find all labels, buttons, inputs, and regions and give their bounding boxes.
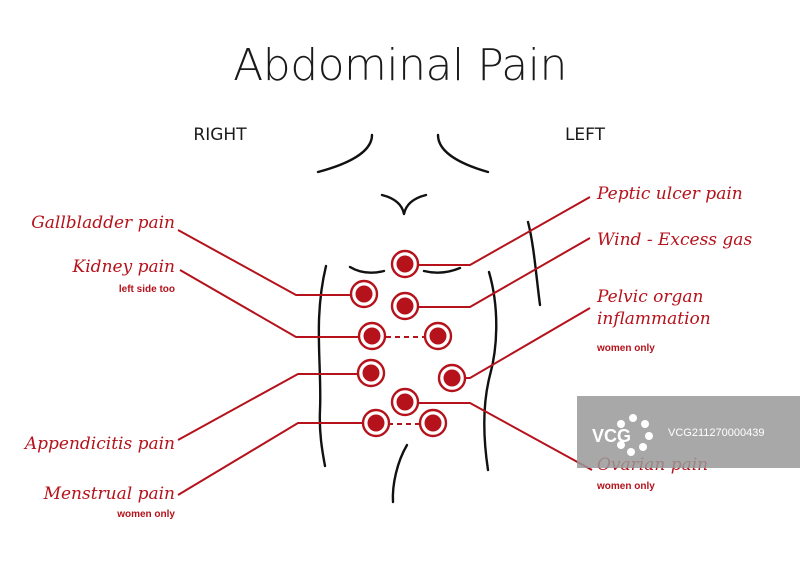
- target-dot: [355, 285, 373, 303]
- target-dot: [429, 327, 447, 345]
- leader-peptic: [418, 196, 591, 266]
- label-pelvic-organ: Pelvic organ: [596, 287, 703, 307]
- watermark: VCG VCG211270000439: [577, 396, 800, 468]
- target-dot: [363, 327, 381, 345]
- diagram-title: Abdominal Pain: [233, 40, 567, 91]
- marker-menstrual: [361, 408, 391, 438]
- leader-appendicitis: [177, 373, 358, 441]
- chest-line-left: [422, 266, 462, 274]
- label-peptic-ulcer-pain: Peptic ulcer pain: [596, 184, 743, 204]
- left-side-heading: LEFT: [565, 125, 606, 145]
- label-kidney-pain: Kidney pain: [72, 257, 175, 277]
- marker-appendicitis: [356, 358, 386, 388]
- marker-kidney-right: [357, 321, 387, 351]
- target-dot: [367, 414, 385, 432]
- clavicle-right: [316, 133, 374, 174]
- marker-pelvic: [437, 363, 467, 393]
- label-pelvic-inflammation: inflammation: [597, 309, 711, 329]
- leader-menstrual: [177, 422, 362, 496]
- side-contour-far-left: [526, 220, 542, 307]
- marker-ovarian-lower: [418, 408, 448, 438]
- target-dot: [396, 393, 414, 411]
- target-dot: [362, 364, 380, 382]
- note-pelvic: women only: [596, 343, 655, 354]
- label-wind-excess-gas: Wind - Excess gas: [597, 230, 752, 250]
- note-menstrual: women only: [116, 509, 175, 520]
- note-kidney: left side too: [119, 284, 175, 295]
- groin-line: [391, 443, 409, 504]
- leader-lines: [177, 196, 593, 496]
- watermark-background: [577, 396, 800, 468]
- torso-outline: [316, 133, 542, 504]
- pain-markers: [349, 249, 467, 438]
- target-dot: [424, 414, 442, 432]
- watermark-id: VCG211270000439: [668, 427, 764, 439]
- chest-line-right: [348, 265, 386, 274]
- target-dot: [396, 297, 414, 315]
- target-dot: [443, 369, 461, 387]
- marker-ovarian-upper: [390, 387, 420, 417]
- label-appendicitis-pain: Appendicitis pain: [23, 434, 175, 454]
- leader-kidney: [179, 269, 360, 338]
- target-dot: [396, 255, 414, 273]
- marker-wind: [390, 291, 420, 321]
- marker-kidney-left: [423, 321, 453, 351]
- leader-pelvic: [466, 307, 591, 379]
- label-gallbladder-pain: Gallbladder pain: [31, 213, 175, 233]
- side-contour-left: [483, 270, 498, 472]
- watermark-logo-icon: [617, 414, 653, 456]
- marker-gallbladder: [349, 279, 379, 309]
- leader-ovarian: [418, 402, 593, 471]
- label-menstrual-pain: Menstrual pain: [43, 484, 175, 504]
- clavicle-left: [436, 133, 490, 174]
- note-ovarian: women only: [596, 481, 655, 492]
- side-contour-right: [317, 264, 328, 468]
- marker-peptic: [390, 249, 420, 279]
- leader-wind: [418, 237, 591, 308]
- watermark-logo-text: VCG: [592, 426, 631, 446]
- sternal-notch: [380, 193, 428, 216]
- right-side-heading: RIGHT: [193, 125, 247, 145]
- leader-gallbladder: [177, 229, 352, 296]
